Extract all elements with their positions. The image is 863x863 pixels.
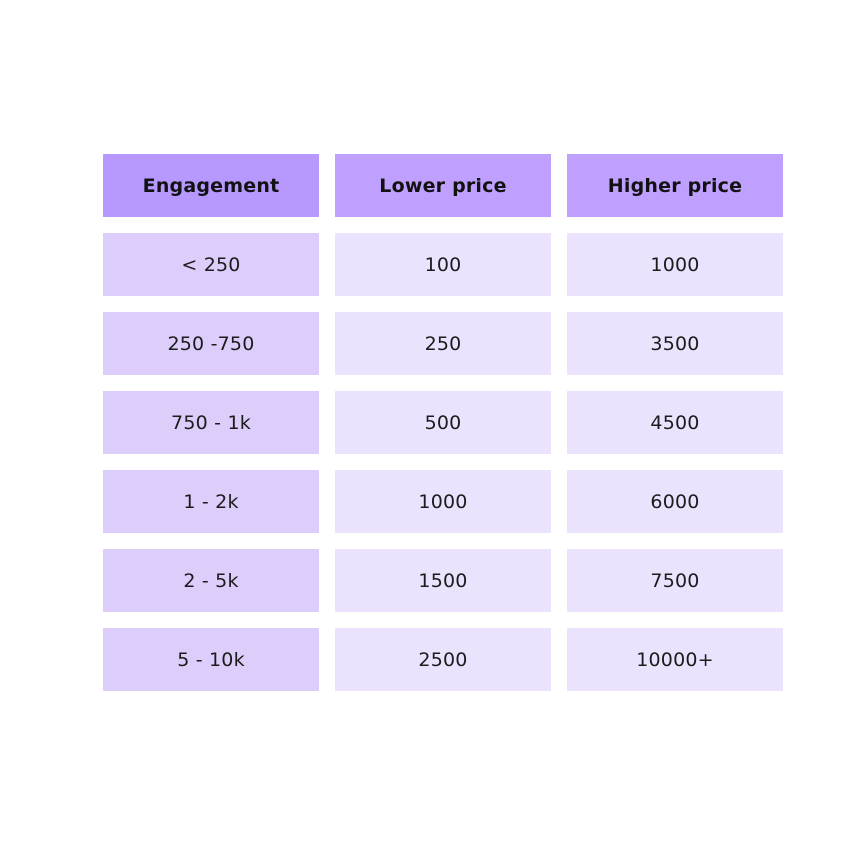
- table-cell-higher-price: 7500: [567, 549, 783, 612]
- table-cell-lower-price: 1000: [335, 470, 551, 533]
- table-cell-higher-price: 10000+: [567, 628, 783, 691]
- column-header-lower-price: Lower price: [335, 154, 551, 217]
- table-cell-higher-price: 4500: [567, 391, 783, 454]
- price-table: Engagement Lower price Higher price < 250 10…: [103, 154, 783, 691]
- column-header-engagement: Engagement: [103, 154, 319, 217]
- table-cell-lower-price: 1500: [335, 549, 551, 612]
- table-cell-engagement: < 250: [103, 233, 319, 296]
- table-cell-lower-price: 2500: [335, 628, 551, 691]
- table-cell-engagement: 750 - 1k: [103, 391, 319, 454]
- table-cell-lower-price: 100: [335, 233, 551, 296]
- column-header-higher-price: Higher price: [567, 154, 783, 217]
- table-cell-lower-price: 250: [335, 312, 551, 375]
- table-cell-engagement: 1 - 2k: [103, 470, 319, 533]
- table-cell-engagement: 5 - 10k: [103, 628, 319, 691]
- table-cell-engagement: 2 - 5k: [103, 549, 319, 612]
- table-cell-lower-price: 500: [335, 391, 551, 454]
- table-cell-higher-price: 6000: [567, 470, 783, 533]
- table-cell-higher-price: 1000: [567, 233, 783, 296]
- table-cell-engagement: 250 -750: [103, 312, 319, 375]
- table-cell-higher-price: 3500: [567, 312, 783, 375]
